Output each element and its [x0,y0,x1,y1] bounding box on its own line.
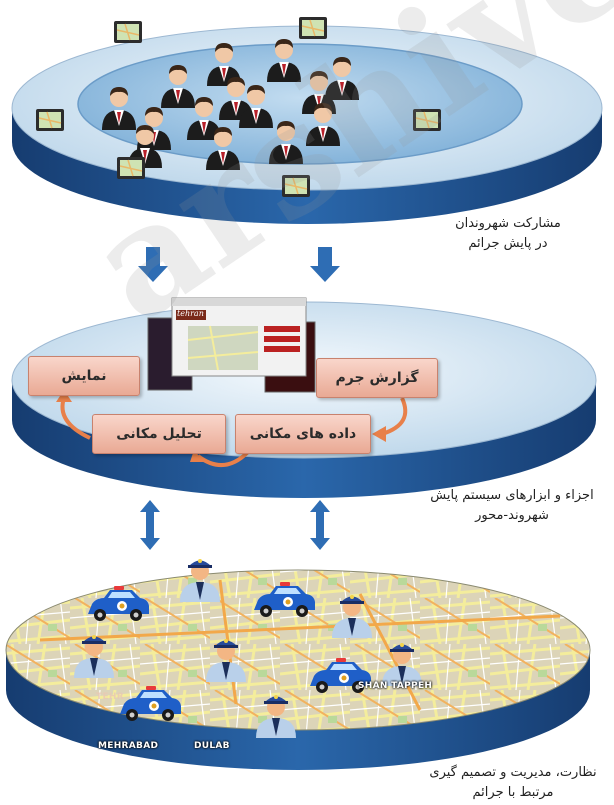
caption-line: مرتبط با جرائم [472,785,554,800]
down-arrow-icon [138,247,168,282]
caption-line: اجزاء و ابزارهای سیستم پایش [430,488,594,503]
caption-line: مشارکت شهروندان [455,216,561,231]
laptop-icon [113,20,143,44]
map-label-dulab: DULAB [194,741,230,751]
caption-citizen-participation: مشارکت شهروندان در پایش جرائم [418,214,598,254]
map-label-tehran: TEHR [96,692,124,702]
laptop-icon [412,108,442,132]
spatial-analysis-box: تحلیل مکانی [92,414,226,454]
caption-line: در پایش جرائم [468,236,548,251]
caption-crime-management: نظارت، مدیریت و تصمیم گیری مرتبط با جرائ… [416,763,610,803]
up-down-arrows [140,500,330,550]
citizens-disc [11,16,603,224]
down-arrow-icon [310,247,340,282]
system-disc [11,297,597,498]
caption-system-components: اجزاء و ابزارهای سیستم پایش شهروند-محور [414,486,610,526]
display-box: نمایش [28,356,140,396]
map-disc [5,559,591,770]
caption-line: نظارت، مدیریت و تصمیم گیری [429,765,597,780]
screen-logo: tehran [177,309,204,318]
map-label-mehrabad: MEHRABAD [98,741,159,751]
cycle-arrow-icon [381,397,408,436]
phone-icon [281,174,311,198]
up-down-arrow-icon [140,500,160,550]
cycle-arrow-icon [196,450,250,467]
tablet-icon [116,156,146,180]
spatial-data-box: داده های مکانی [235,414,371,454]
up-down-arrow-icon [310,500,330,550]
screens-collage [147,297,316,393]
gps-device-icon [35,108,65,132]
down-arrows [138,247,340,282]
map-label-shan-tappeh: SHAN TAPPEH [358,681,433,691]
crime-report-box: گزارش جرم [316,358,438,398]
caption-line: شهروند-محور [475,508,549,523]
gps-device-icon [298,16,328,40]
